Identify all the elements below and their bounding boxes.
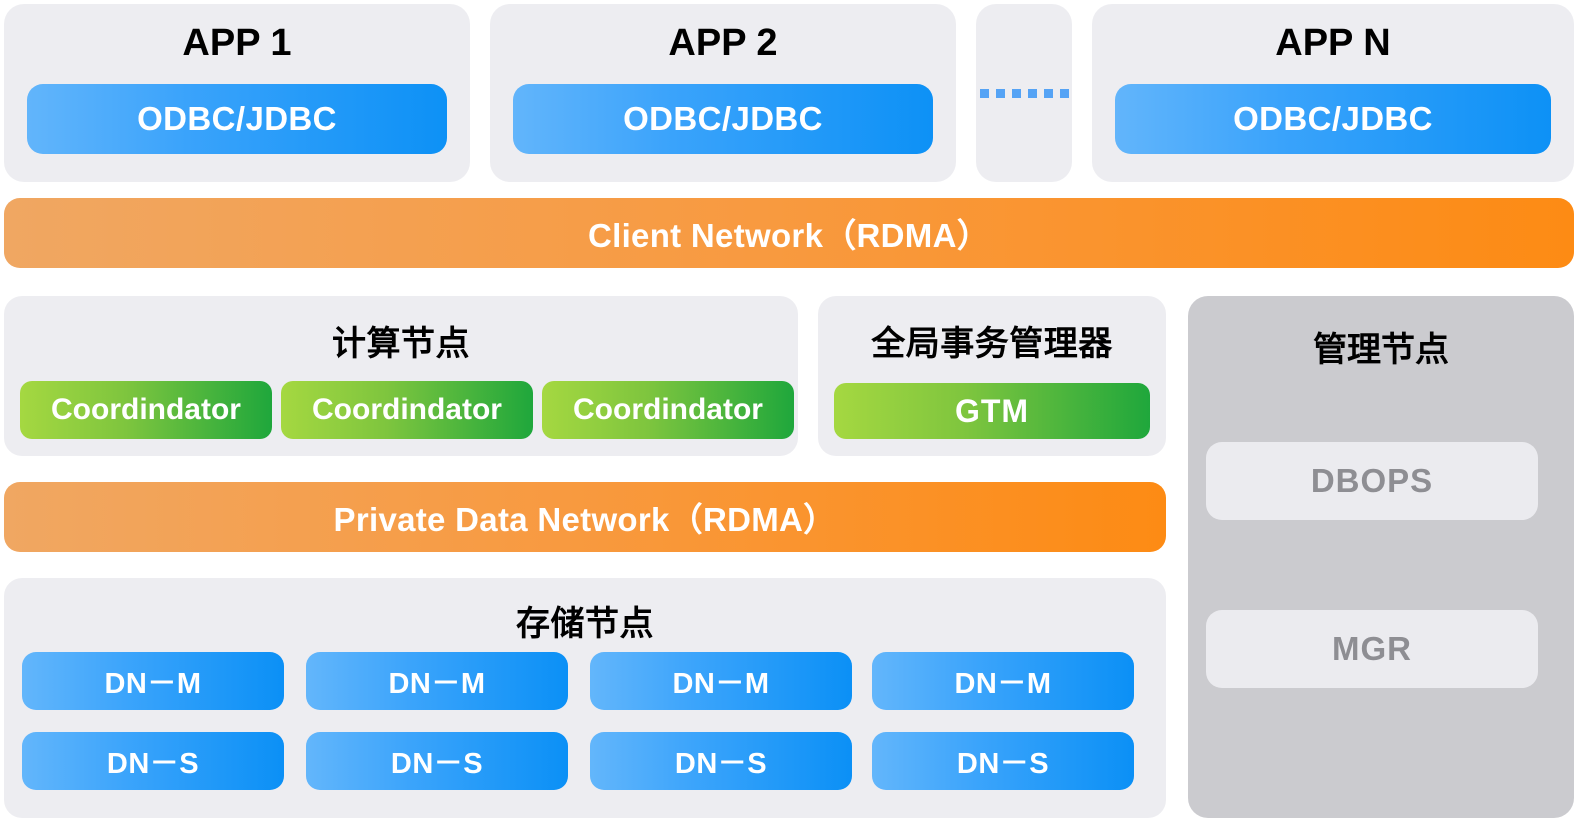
app-card-2[interactable]: APP 2 ODBC/JDBC <box>490 4 956 182</box>
app-ellipsis-card <box>976 4 1072 182</box>
dn-master-chip-4[interactable]: DN－M <box>872 652 1134 710</box>
private-data-network-bar: Private Data Network（RDMA） <box>4 482 1166 552</box>
odbc-jdbc-chip[interactable]: ODBC/JDBC <box>513 83 933 154</box>
odbc-jdbc-chip[interactable]: ODBC/JDBC <box>27 83 447 154</box>
dn-slave-chip-4[interactable]: DN－S <box>872 732 1134 790</box>
coordinator-chip-2[interactable]: Coordindator <box>281 381 533 439</box>
compute-nodes-title: 计算节点 <box>332 325 470 363</box>
app-title: APP N <box>1275 22 1391 64</box>
app-title: APP 1 <box>182 22 292 64</box>
management-node-title: 管理节点 <box>1313 331 1449 369</box>
client-network-bar: Client Network（RDMA） <box>4 198 1574 268</box>
dbops-chip[interactable]: DBOPS <box>1206 442 1538 520</box>
dn-slave-chip-1[interactable]: DN－S <box>22 732 284 790</box>
coordinator-chip-1[interactable]: Coordindator <box>20 381 272 439</box>
private-data-network-label: Private Data Network（RDMA） <box>333 501 837 538</box>
dn-slave-chip-3[interactable]: DN－S <box>590 732 852 790</box>
app-card-n[interactable]: APP N ODBC/JDBC <box>1092 4 1574 182</box>
gtm-chip[interactable]: GTM <box>834 383 1150 439</box>
app-title: APP 2 <box>668 22 778 64</box>
gtm-panel-title: 全局事务管理器 <box>871 325 1113 363</box>
dn-master-chip-1[interactable]: DN－M <box>22 652 284 710</box>
mgr-chip[interactable]: MGR <box>1206 610 1538 688</box>
dn-slave-chip-2[interactable]: DN－S <box>306 732 568 790</box>
client-network-label: Client Network（RDMA） <box>587 217 991 254</box>
dn-master-chip-2[interactable]: DN－M <box>306 652 568 710</box>
dn-master-chip-3[interactable]: DN－M <box>590 652 852 710</box>
storage-nodes-title: 存储节点 <box>516 605 654 643</box>
management-node-panel: 管理节点 DBOPS MGR <box>1188 296 1574 818</box>
app-card-1[interactable]: APP 1 ODBC/JDBC <box>4 4 470 182</box>
odbc-jdbc-chip[interactable]: ODBC/JDBC <box>1115 83 1551 154</box>
ellipsis-dots-icon <box>979 88 1069 98</box>
coordinator-chip-3[interactable]: Coordindator <box>542 381 794 439</box>
